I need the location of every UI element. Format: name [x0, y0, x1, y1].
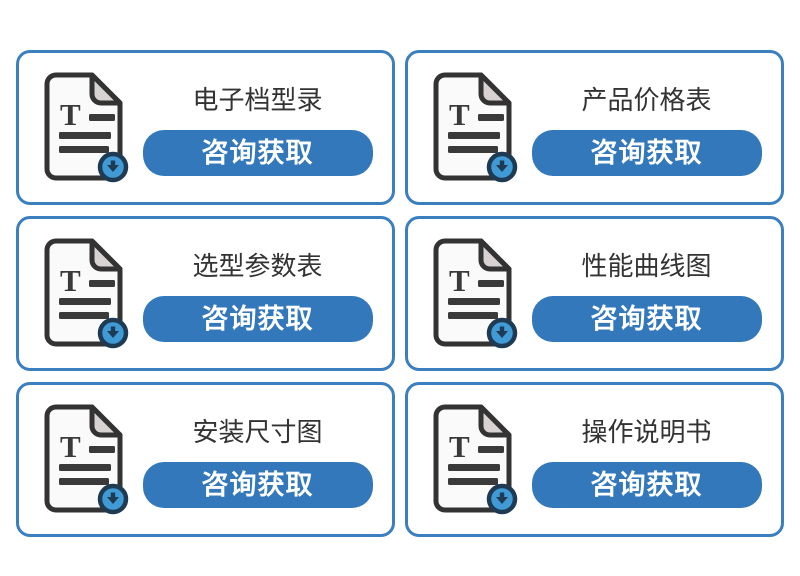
- download-card: T 产品价格表 咨询获取: [405, 50, 784, 205]
- card-content: 安装尺寸图 咨询获取: [129, 411, 392, 508]
- download-arrow-icon: [496, 160, 508, 172]
- document-line-1: [59, 463, 111, 471]
- document-line-short: [478, 279, 504, 287]
- card-title: 电子档型录: [192, 85, 323, 116]
- document-download-icon: T: [39, 236, 129, 352]
- document-line-2: [59, 477, 109, 485]
- download-arrow-icon: [496, 492, 508, 504]
- card-content: 性能曲线图 咨询获取: [518, 245, 781, 342]
- document-fold-corner: [478, 404, 512, 437]
- document-line-1: [59, 297, 111, 305]
- card-content: 选型参数表 咨询获取: [129, 245, 392, 342]
- consult-button[interactable]: 咨询获取: [531, 129, 762, 176]
- document-line-short: [89, 445, 115, 453]
- document-download-icon: T: [428, 402, 518, 518]
- download-card: T 性能曲线图 咨询获取: [405, 216, 784, 371]
- document-line-1: [448, 297, 500, 305]
- consult-button[interactable]: 咨询获取: [142, 461, 373, 508]
- card-title: 操作说明书: [581, 417, 712, 448]
- card-title: 性能曲线图: [581, 251, 712, 282]
- consult-button[interactable]: 咨询获取: [142, 295, 373, 342]
- document-fold-corner: [89, 72, 123, 105]
- document-letter: T: [449, 97, 470, 132]
- document-line-short: [478, 445, 504, 453]
- document-line-2: [448, 145, 498, 153]
- document-line-2: [59, 145, 109, 153]
- download-arrow-icon: [107, 492, 120, 504]
- document-download-icon: T: [428, 70, 518, 186]
- card-content: 电子档型录 咨询获取: [129, 79, 392, 176]
- document-line-2: [448, 477, 498, 485]
- card-title: 安装尺寸图: [192, 417, 323, 448]
- card-title: 产品价格表: [581, 85, 712, 116]
- consult-button[interactable]: 咨询获取: [531, 295, 762, 342]
- download-arrow-icon: [496, 326, 508, 338]
- download-card: T 安装尺寸图 咨询获取: [16, 382, 395, 537]
- document-fold-corner: [89, 404, 123, 437]
- document-line-1: [448, 463, 500, 471]
- consult-button[interactable]: 咨询获取: [531, 461, 762, 508]
- document-letter: T: [449, 429, 470, 464]
- document-fold-corner: [478, 72, 512, 105]
- download-card: T 选型参数表 咨询获取: [16, 216, 395, 371]
- document-line-1: [59, 131, 111, 139]
- document-fold-corner: [478, 238, 512, 271]
- document-line-short: [89, 279, 115, 287]
- download-arrow-icon: [107, 326, 120, 338]
- document-fold-corner: [89, 238, 123, 271]
- download-card-grid: T 电子档型录 咨询获取 T: [16, 50, 784, 537]
- document-line-2: [448, 311, 498, 319]
- document-letter: T: [60, 429, 81, 464]
- document-download-icon: T: [39, 402, 129, 518]
- document-line-2: [59, 311, 109, 319]
- document-download-icon: T: [428, 236, 518, 352]
- document-letter: T: [60, 97, 81, 132]
- consult-button[interactable]: 咨询获取: [142, 129, 373, 176]
- document-letter: T: [60, 263, 81, 298]
- document-line-1: [448, 131, 500, 139]
- document-download-icon: T: [39, 70, 129, 186]
- card-content: 产品价格表 咨询获取: [518, 79, 781, 176]
- card-content: 操作说明书 咨询获取: [518, 411, 781, 508]
- download-arrow-icon: [107, 160, 120, 172]
- document-line-short: [478, 113, 504, 121]
- download-card: T 电子档型录 咨询获取: [16, 50, 395, 205]
- card-title: 选型参数表: [192, 251, 323, 282]
- document-letter: T: [449, 263, 470, 298]
- document-line-short: [89, 113, 115, 121]
- download-card: T 操作说明书 咨询获取: [405, 382, 784, 537]
